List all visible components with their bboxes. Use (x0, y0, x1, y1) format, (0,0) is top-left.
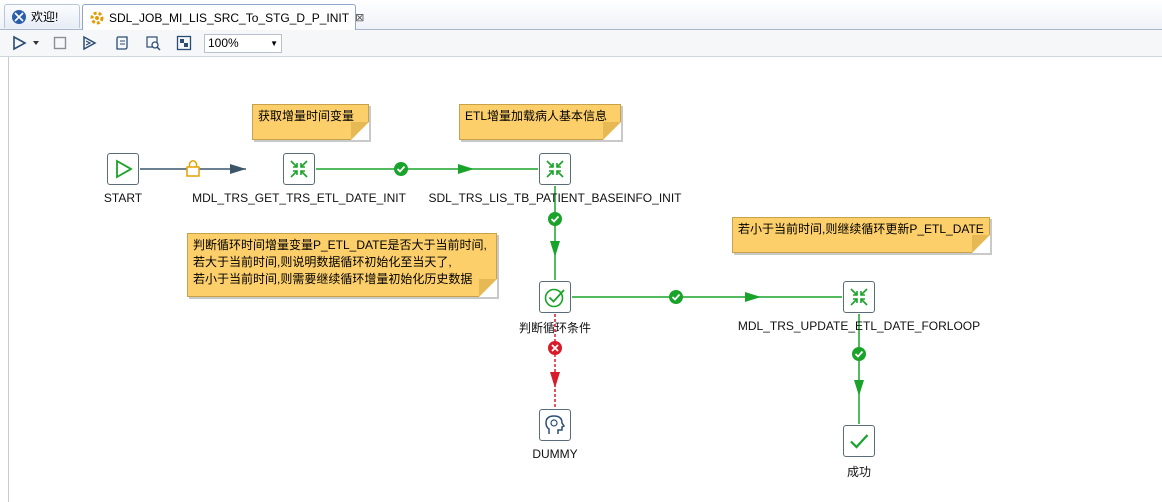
job-icon (90, 11, 104, 24)
editor-tab-bar: 欢迎! SDL_JOB_MI_LIS_SRC_To_STG_D_P_INIT ⊠ (0, 0, 1162, 30)
note-fold (351, 122, 369, 140)
head-brain-icon (545, 415, 566, 434)
get-date-label: MDL_TRS_GET_TRS_ETL_DATE_INIT (192, 191, 406, 205)
update-node[interactable] (843, 281, 875, 313)
get-date-node[interactable] (283, 153, 315, 185)
success-label: 成功 (846, 465, 872, 479)
chevron-down-icon[interactable]: ▼ (270, 39, 278, 48)
tab-welcome-label: 欢迎! (31, 10, 59, 24)
dropdown-arrow-icon[interactable] (30, 34, 42, 52)
close-icon[interactable]: ⊠ (355, 12, 365, 24)
failure-x-icon (548, 341, 562, 355)
evaluate-check-icon (544, 288, 565, 308)
baseinfo-node[interactable] (539, 153, 571, 185)
tab-job-label: SDL_JOB_MI_LIS_SRC_To_STG_D_P_INIT (109, 10, 350, 25)
start-label: START (103, 191, 143, 205)
success-check-icon (394, 162, 408, 176)
note-judge-line2: 若大于当前时间,则说明数据循环初始化至当天了, (193, 255, 452, 269)
transformation-icon (546, 160, 564, 178)
lock-icon (186, 160, 200, 177)
scroll-icon[interactable] (113, 34, 131, 52)
note-judge-line1: 判断循环时间增量变量P_ETL_DATE是否大于当前时间, (193, 238, 487, 252)
note-update-text: 若小于当前时间,则继续循环更新P_ETL_DATE (738, 222, 984, 236)
note-get-date-text: 获取增量时间变量 (258, 109, 355, 123)
stop-icon[interactable] (51, 34, 69, 52)
note-fold (603, 122, 621, 140)
transformation-icon (850, 288, 868, 306)
note-judge-line3: 若小于当前时间,则需要继续循环增量初始化历史数据 (193, 272, 473, 286)
note-fold (479, 279, 497, 297)
judge-node[interactable] (539, 281, 571, 313)
replay-icon[interactable] (80, 34, 98, 52)
search-icon[interactable] (144, 34, 162, 52)
success-check-icon (548, 212, 562, 226)
note-update[interactable]: 若小于当前时间,则继续循环更新P_ETL_DATE (732, 217, 990, 253)
baseinfo-label: SDL_TRS_LIS_TB_PATIENT_BASEINFO_INIT (428, 191, 682, 205)
zoom-value: 100% (208, 36, 239, 50)
job-toolbar (0, 30, 1162, 57)
dummy-node[interactable] (539, 409, 571, 441)
checkmark-icon (850, 434, 869, 449)
tab-welcome[interactable]: 欢迎! (4, 4, 80, 28)
start-icon (116, 159, 133, 179)
start-node[interactable] (107, 153, 139, 185)
note-get-date[interactable]: 获取增量时间变量 (252, 104, 369, 140)
success-check-icon (852, 347, 866, 361)
zoom-select[interactable]: 100% ▼ (204, 34, 282, 53)
run-icon[interactable] (10, 34, 28, 52)
success-node[interactable] (843, 425, 875, 457)
kettle-logo-icon (12, 9, 26, 24)
note-fold (972, 235, 990, 253)
tab-job[interactable]: SDL_JOB_MI_LIS_SRC_To_STG_D_P_INIT ⊠ (82, 4, 364, 30)
note-baseinfo[interactable]: ETL增量加载病人基本信息 (459, 104, 621, 140)
success-check-icon (669, 290, 683, 304)
note-judge[interactable]: 判断循环时间增量变量P_ETL_DATE是否大于当前时间, 若大于当前时间,则说… (187, 233, 497, 297)
judge-label: 判断循环条件 (518, 321, 592, 335)
grid-icon[interactable] (175, 34, 193, 52)
dummy-label: DUMMY (532, 447, 578, 461)
update-label: MDL_TRS_UPDATE_ETL_DATE_FORLOOP (737, 319, 981, 333)
note-baseinfo-text: ETL增量加载病人基本信息 (465, 109, 608, 123)
transformation-icon (290, 160, 308, 178)
